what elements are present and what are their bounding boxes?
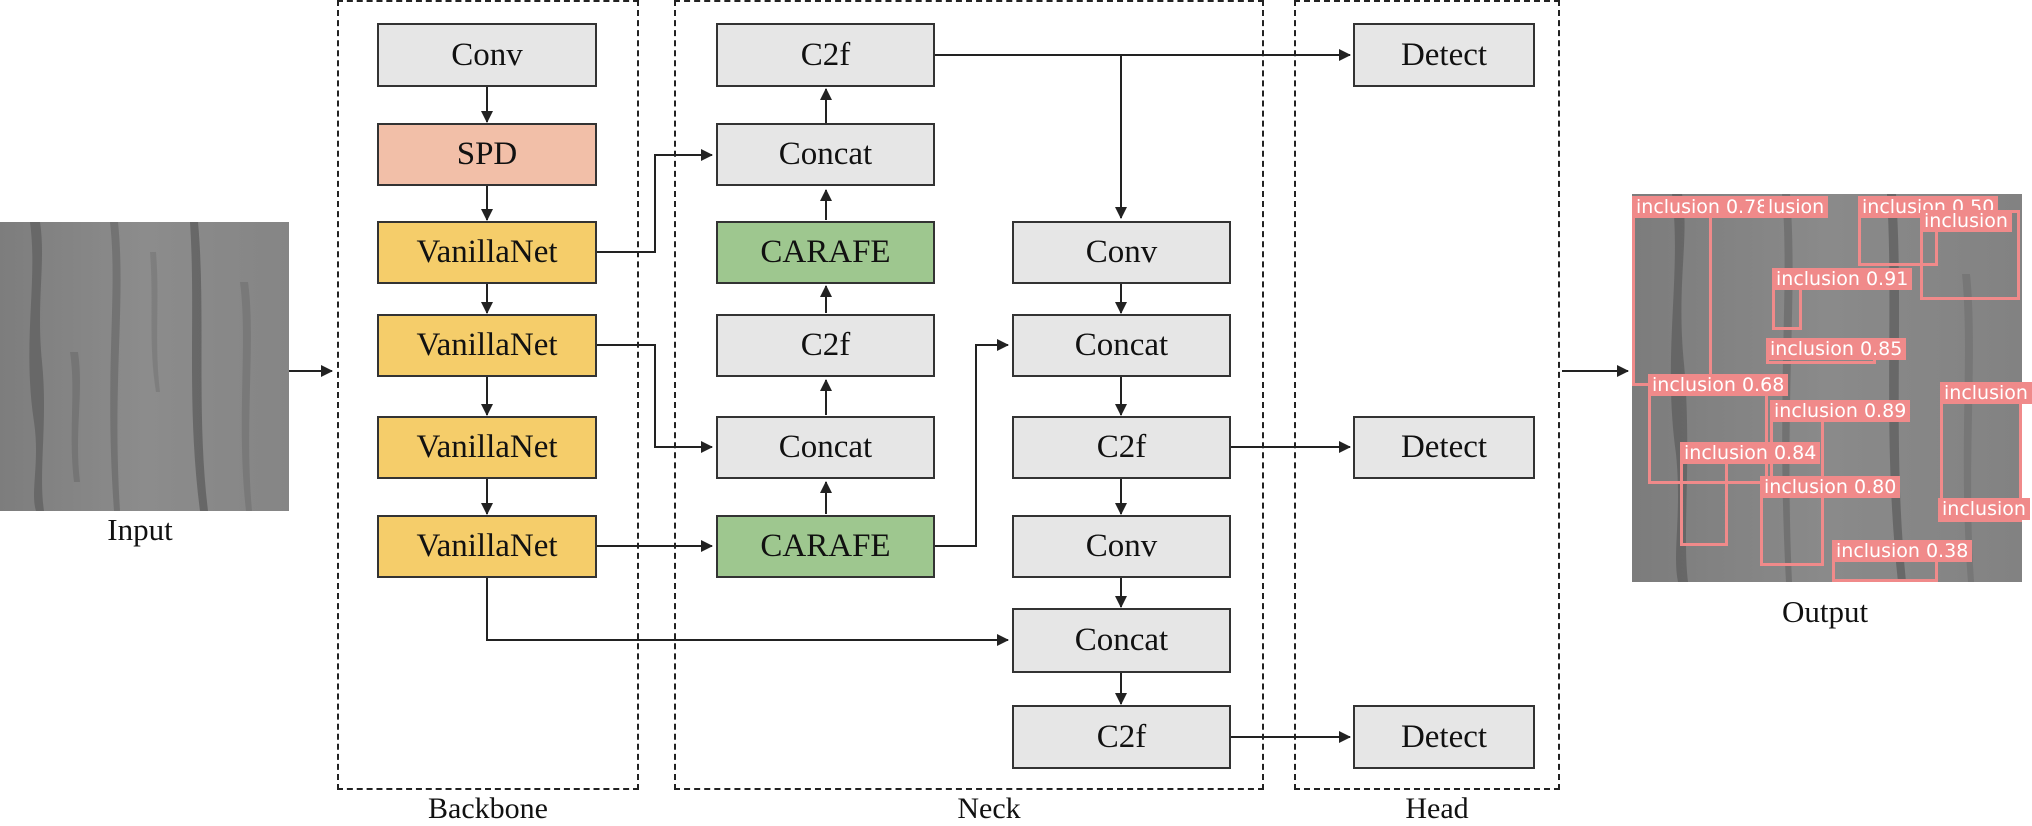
backbone-vanillanet-block-4: VanillaNet [377,515,597,578]
neck-group [674,0,1264,790]
neck-concat-top-block: Concat [716,123,935,186]
detection-label: inclusion 0.68 [1648,374,1789,396]
backbone-vanillanet-block-2: VanillaNet [377,314,597,377]
detection-label: inclusion 0.80 [1760,476,1901,498]
neck-conv-top-block: Conv [1012,221,1231,284]
head-group [1294,0,1560,790]
input-label: Input [107,512,173,547]
detection-label: inclusion 0.78 [1632,196,1773,218]
backbone-conv-block: Conv [377,23,597,87]
neck-concat-mid-block: Concat [716,416,935,479]
backbone-vanillanet-block-1: VanillaNet [377,221,597,284]
head-detect-block-3: Detect [1353,705,1535,769]
neck-c2f-1-block: C2f [1012,416,1231,479]
backbone-group [337,0,639,790]
arrow-vanilla4-to-concat-2 [486,578,1009,646]
neck-concat-2-block: Concat [1012,608,1231,673]
neck-c2f-mid-block: C2f [716,314,935,377]
neck-conv-2-block: Conv [1012,515,1231,578]
output-image: inclusion 0.78 lusion inclusion 0.50 inc… [1632,194,2032,582]
backbone-spd-block: SPD [377,123,597,186]
head-detect-block-2: Detect [1353,416,1535,479]
arrow-vanilla1-to-concat-top [597,149,713,253]
neck-carafe-bottom-block: CARAFE [716,515,935,578]
detection-label: inclusion 0.84 [1680,442,1821,464]
output-label: Output [1781,594,1869,629]
input-image [0,222,289,511]
backbone-vanillanet-block-3: VanillaNet [377,416,597,479]
neck-carafe-top-block: CARAFE [716,221,935,284]
input-texture [0,222,289,511]
head-detect-block-1: Detect [1353,23,1535,87]
backbone-label: Backbone [428,792,548,825]
arrow-carafe-bottom-to-concat-1 [935,339,1009,547]
neck-c2f-top-block: C2f [716,23,935,87]
detection-label: inclusion 0.91 [1772,268,1913,290]
head-label: Head [1405,792,1469,825]
neck-c2f-2-block: C2f [1012,705,1231,769]
detection-label: inclusion 0.89 [1770,400,1911,422]
neck-concat-1-block: Concat [1012,314,1231,377]
detection-label: inclusion [1920,210,2012,232]
neck-label: Neck [957,792,1021,825]
detection-label: inclusion 0.38 [1832,540,1973,562]
detection-label: inclusion 0.85 [1766,338,1907,360]
arrow-vanilla2-to-concat-mid [597,344,713,453]
detection-label: lusion [1764,196,1829,218]
detection-label: inclusion [1938,498,2030,520]
detection-label: inclusion [1940,382,2032,404]
